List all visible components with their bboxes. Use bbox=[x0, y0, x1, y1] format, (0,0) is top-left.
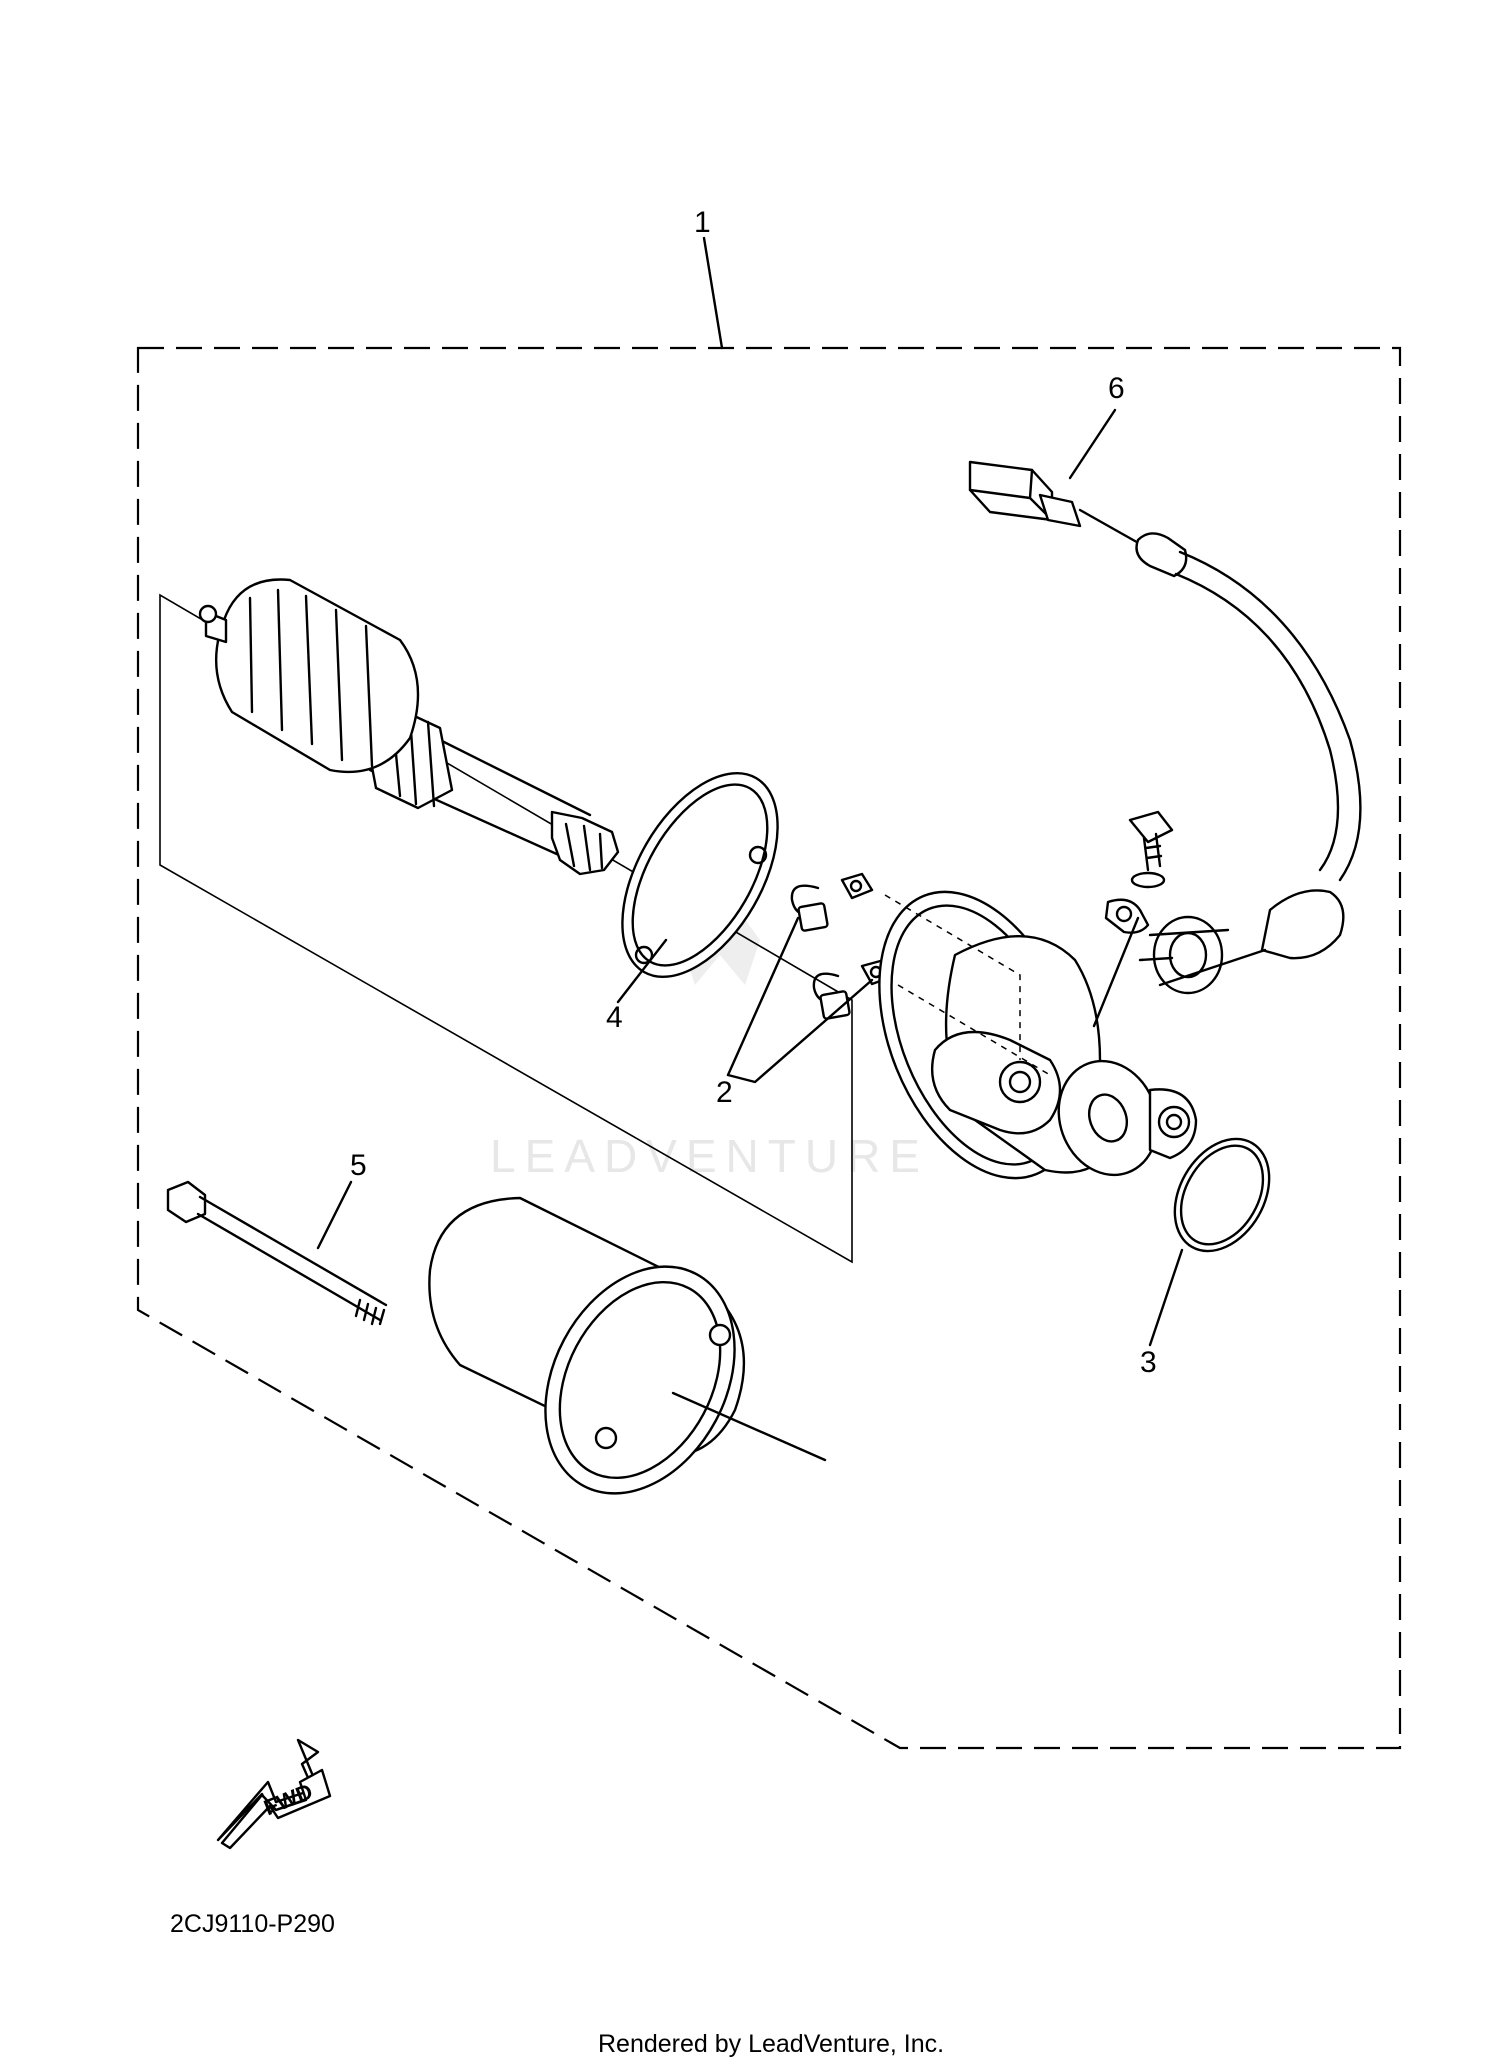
callout-2: 2 bbox=[716, 1076, 733, 1109]
armature bbox=[198, 578, 620, 876]
callout-3: 3 bbox=[1140, 1346, 1157, 1379]
diagram-code: 2CJ9110-P290 bbox=[170, 1910, 335, 1938]
front-cover bbox=[878, 890, 1198, 1180]
callout-6: 6 bbox=[1108, 372, 1125, 405]
yoke bbox=[428, 1196, 827, 1495]
callout-1: 1 bbox=[694, 206, 711, 239]
part-4-gasket bbox=[621, 771, 779, 979]
terminal-hardware bbox=[1104, 810, 1174, 934]
callout-5: 5 bbox=[350, 1149, 367, 1182]
part-3-o-ring bbox=[1173, 1137, 1271, 1253]
part-2-brushes bbox=[790, 872, 896, 1020]
leader-lines bbox=[316, 236, 1184, 1347]
part-5-bolt bbox=[166, 1180, 388, 1326]
watermark-text: LEADVENTURE bbox=[490, 1130, 929, 1182]
part-6-lead-wire bbox=[968, 460, 1362, 995]
footer-credit: Rendered by LeadVenture, Inc. bbox=[598, 2030, 944, 2058]
group-outline bbox=[159, 593, 853, 1264]
assembly-boundary bbox=[136, 346, 1402, 1750]
fwd-arrow-icon: FWD bbox=[216, 1738, 332, 1850]
callout-4: 4 bbox=[606, 1001, 623, 1034]
